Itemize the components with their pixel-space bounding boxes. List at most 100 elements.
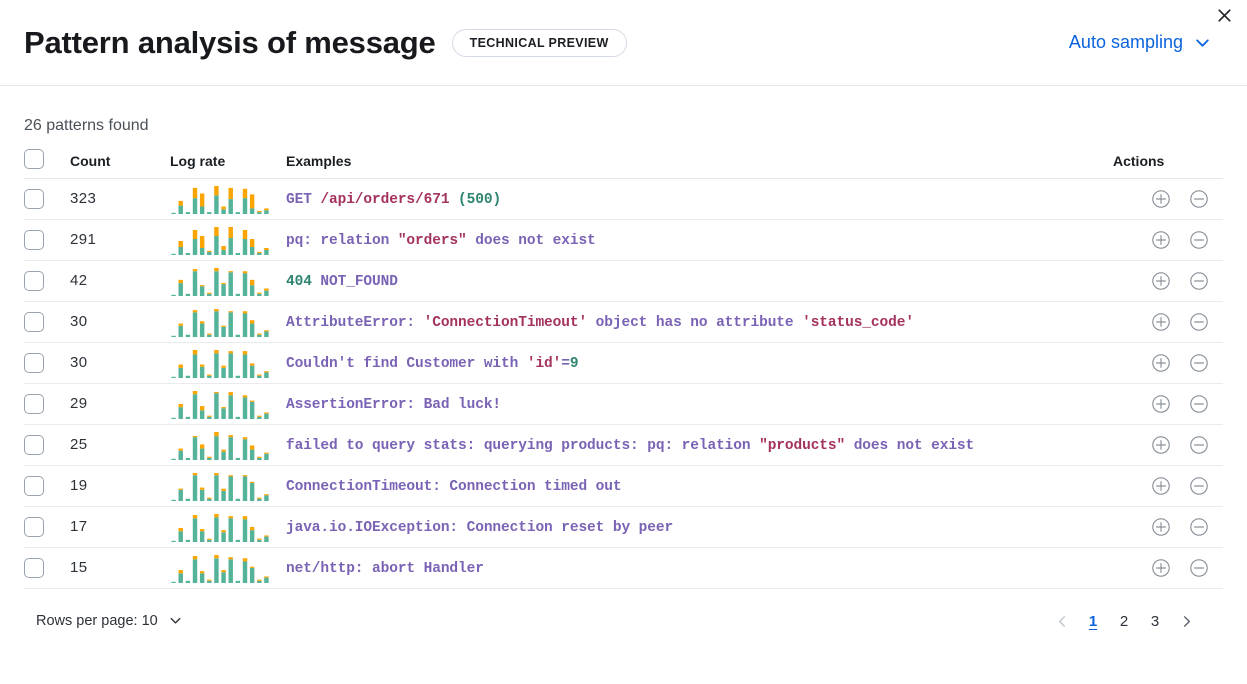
- example-token-plain: pq: relation: [286, 233, 398, 249]
- rows-per-page-selector[interactable]: Rows per page: 10: [36, 613, 185, 630]
- row-example-text: AssertionError: Bad luck!: [286, 397, 501, 413]
- row-count-value: 30: [70, 354, 88, 371]
- row-example-cell: pq: relation "orders" does not exist: [286, 219, 1113, 261]
- plus-circle-icon[interactable]: [1151, 435, 1171, 455]
- table-row[interactable]: 19 ConnectionTimeout: Connection timed ou…: [24, 465, 1223, 507]
- minus-circle-icon[interactable]: [1189, 558, 1209, 578]
- pagination-prev[interactable]: [1049, 608, 1075, 634]
- row-checkbox[interactable]: [24, 312, 44, 332]
- select-all-checkbox[interactable]: [24, 149, 44, 169]
- example-token-plain: [449, 192, 458, 208]
- row-select-cell: [24, 424, 70, 466]
- row-log-rate-chart: [170, 178, 286, 220]
- minus-circle-icon[interactable]: [1189, 476, 1209, 496]
- example-token-str: 'status_code': [802, 315, 914, 331]
- example-token-plain: GET: [286, 192, 321, 208]
- table-row[interactable]: 30 Couldn't find Customer with 'id'=9: [24, 342, 1223, 384]
- row-example-cell: Couldn't find Customer with 'id'=9: [286, 342, 1113, 384]
- row-example-text: failed to query stats: querying products…: [286, 438, 974, 454]
- row-actions-cell: [1113, 219, 1223, 261]
- row-checkbox[interactable]: [24, 189, 44, 209]
- row-example-text: java.io.IOException: Connection reset by…: [286, 520, 673, 536]
- plus-circle-icon[interactable]: [1151, 271, 1171, 291]
- plus-circle-icon[interactable]: [1151, 312, 1171, 332]
- plus-circle-icon[interactable]: [1151, 517, 1171, 537]
- row-checkbox[interactable]: [24, 394, 44, 414]
- minus-circle-icon[interactable]: [1189, 271, 1209, 291]
- pagination-page-2[interactable]: 2: [1119, 612, 1129, 630]
- row-count-value: 15: [70, 559, 88, 576]
- table-row[interactable]: 17 java.io.IOException: Connection reset …: [24, 506, 1223, 548]
- row-example-text: AttributeError: 'ConnectionTimeout' obje…: [286, 315, 914, 331]
- table-footer: Rows per page: 10 1 2 3: [24, 589, 1223, 634]
- example-token-num: 9: [569, 356, 579, 372]
- minus-circle-icon[interactable]: [1189, 394, 1209, 414]
- row-checkbox[interactable]: [24, 558, 44, 578]
- row-example-text: net/http: abort Handler: [286, 561, 484, 577]
- plus-circle-icon[interactable]: [1151, 353, 1171, 373]
- minus-circle-icon[interactable]: [1189, 435, 1209, 455]
- row-example-text: pq: relation "orders" does not exist: [286, 233, 596, 249]
- pagination-page-1[interactable]: 1: [1088, 612, 1098, 630]
- row-log-rate-chart: [170, 342, 286, 384]
- row-log-rate-chart: [170, 547, 286, 589]
- minus-circle-icon[interactable]: [1189, 353, 1209, 373]
- pagination-page-3[interactable]: 3: [1150, 612, 1160, 630]
- auto-sampling-button[interactable]: Auto sampling: [1063, 31, 1217, 54]
- table-row[interactable]: 15 net/http: abort Handler: [24, 547, 1223, 589]
- pagination-next[interactable]: [1173, 608, 1199, 634]
- example-token-str: 'ConnectionTimeout': [423, 315, 588, 331]
- row-checkbox[interactable]: [24, 476, 44, 496]
- plus-circle-icon[interactable]: [1151, 394, 1171, 414]
- row-count-cell: 323: [70, 178, 170, 220]
- row-count-value: 30: [70, 313, 88, 330]
- header-actions: Auto sampling: [1063, 31, 1223, 54]
- row-select-cell: [24, 383, 70, 425]
- row-example-cell: AttributeError: 'ConnectionTimeout' obje…: [286, 301, 1113, 343]
- row-count-value: 17: [70, 518, 88, 535]
- row-checkbox[interactable]: [24, 230, 44, 250]
- close-icon[interactable]: [1211, 2, 1237, 28]
- row-select-cell: [24, 219, 70, 261]
- minus-circle-icon[interactable]: [1189, 517, 1209, 537]
- minus-circle-icon[interactable]: [1189, 189, 1209, 209]
- row-count-cell: 19: [70, 465, 170, 507]
- example-token-plain: ConnectionTimeout: Connection timed out: [286, 479, 622, 495]
- plus-circle-icon[interactable]: [1151, 189, 1171, 209]
- row-checkbox[interactable]: [24, 353, 44, 373]
- row-log-rate-chart: [170, 383, 286, 425]
- row-select-cell: [24, 547, 70, 589]
- row-select-cell: [24, 506, 70, 548]
- row-actions-cell: [1113, 301, 1223, 343]
- chevron-down-icon: [1194, 34, 1211, 51]
- minus-circle-icon[interactable]: [1189, 312, 1209, 332]
- row-log-rate-chart: [170, 506, 286, 548]
- row-example-cell: failed to query stats: querying products…: [286, 424, 1113, 466]
- example-token-plain: java.io.IOException: Connection reset by…: [286, 520, 674, 536]
- table-row[interactable]: 30 AttributeError: 'ConnectionTimeout' ob…: [24, 301, 1223, 343]
- pagination: 1 2 3: [1049, 608, 1213, 634]
- row-log-rate-chart: [170, 465, 286, 507]
- row-checkbox[interactable]: [24, 435, 44, 455]
- example-token-plain: net/http: abort Handler: [286, 561, 484, 577]
- example-token-plain: AssertionError: Bad luck!: [286, 397, 502, 413]
- row-actions-cell: [1113, 506, 1223, 548]
- plus-circle-icon[interactable]: [1151, 476, 1171, 496]
- minus-circle-icon[interactable]: [1189, 230, 1209, 250]
- column-header-count: Count: [70, 149, 170, 179]
- row-checkbox[interactable]: [24, 271, 44, 291]
- select-all-header: [24, 149, 70, 179]
- plus-circle-icon[interactable]: [1151, 558, 1171, 578]
- row-checkbox[interactable]: [24, 517, 44, 537]
- plus-circle-icon[interactable]: [1151, 230, 1171, 250]
- row-log-rate-chart: [170, 424, 286, 466]
- row-log-rate-chart: [170, 219, 286, 261]
